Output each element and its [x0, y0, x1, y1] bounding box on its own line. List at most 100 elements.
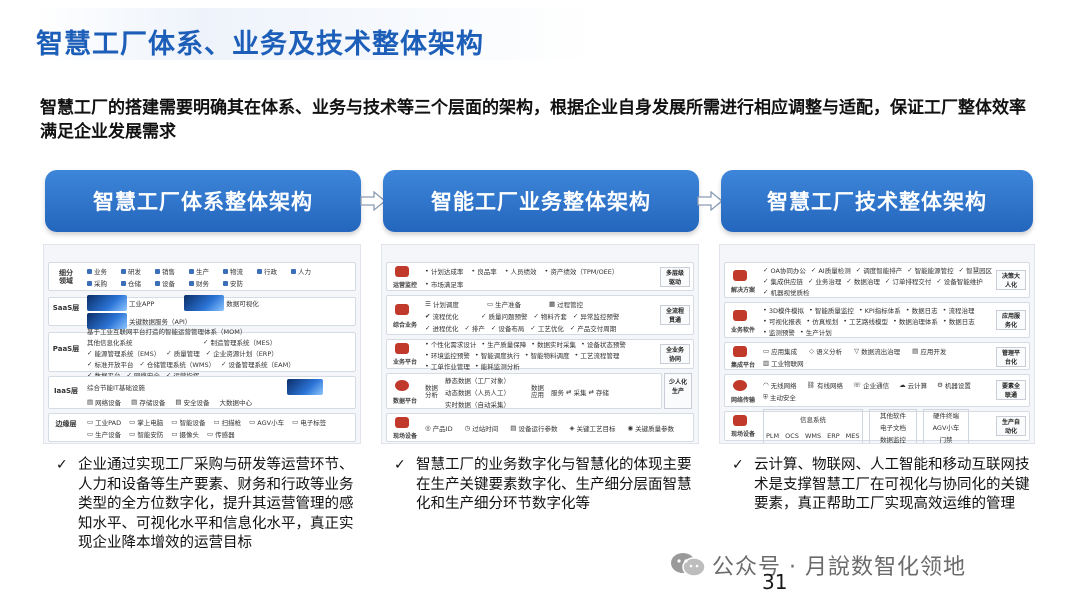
list-item: ✓设备布局	[490, 323, 525, 333]
list-item: • 设备状态预警	[581, 339, 626, 349]
list-item: ✓订单排程交付	[884, 276, 932, 286]
list-item: • 流程治理	[942, 305, 975, 315]
layer-label: 解决方案	[730, 287, 755, 294]
list-item: ✓工艺优化	[530, 323, 564, 333]
layer-label: SaaS层	[52, 304, 80, 312]
list-item: • 生产计划	[799, 327, 832, 337]
watermark-text: 公众号 · 月說数智化领地	[712, 555, 966, 580]
layer-label: 综合业务	[392, 322, 417, 329]
business-icon	[395, 304, 409, 315]
layer-items: • 计划达成率 • 良品率 • 人员绩效 • 资产绩效（TPM/OEE） • 市…	[425, 266, 657, 289]
list-item: ✓产品交付周期	[569, 323, 617, 333]
list-item: 仓储	[121, 278, 141, 288]
arrow-right-icon	[360, 191, 386, 211]
layer-items: ◠ 无线网络 ⛓ 有线网络 ☏ 企业通信 ☁ 云计算 ⚙ 机器设置 ⛨ 主动安全	[763, 379, 993, 403]
header-technology-architecture: 智慧工厂技术整体架构	[721, 170, 1033, 232]
list-item: • 计划达成率	[425, 266, 464, 276]
list-item: ◇ 语义分析	[809, 346, 843, 356]
list-item: ▭智能安防	[129, 430, 164, 439]
list-item: 研发	[121, 266, 141, 276]
layer-row: PaaS层 基于工业互联网平台打造的智能运营管理体系（MOM） 其他信息化系统 …	[48, 328, 356, 380]
check-icon: ✓	[732, 457, 744, 473]
list-item: ✓运营指挥	[165, 370, 199, 380]
list-item: 数据分析	[425, 383, 438, 399]
list-item: • 数据实时采集	[531, 339, 577, 349]
list-item: • 智能物料调度	[524, 350, 570, 360]
technology-architecture-diagram: 解决方案 ✓OA协同办公 ✓AI质量检测 ✓调度智能排产 ✓智能能源管控 ✓智慧…	[719, 244, 1035, 444]
layer-items: ☰计划调度 ▭生产准备 ▦过程管控 ✔流程优化 ✓质量问题预警 ✓物料齐套 ✓异…	[425, 299, 657, 333]
list-item: ✓设备智能维护	[936, 276, 983, 286]
integration-icon	[733, 346, 747, 357]
list-item: 物流	[223, 266, 243, 276]
list-item: 数据应用	[531, 383, 544, 399]
list-item: ✓质量问题预警	[481, 311, 528, 321]
list-item: ◠ 无线网络	[763, 381, 797, 390]
device-icon	[733, 415, 747, 426]
list-item: ▽ 数据流出治理	[854, 346, 901, 356]
list-item: ▤ 应用开发	[912, 346, 947, 356]
list-item: • 智能调度执行	[474, 350, 520, 360]
platform-icon	[395, 343, 409, 354]
list-item: ☰计划调度	[425, 299, 459, 309]
layer-label: 现场设备	[392, 433, 417, 440]
list-item: • 良品率	[471, 266, 497, 276]
layer-tag: 少人化生产	[664, 373, 692, 409]
list-item: 人力	[291, 266, 311, 276]
list-item: 其他软件电子文档数据监控	[869, 408, 917, 443]
list-item: ⛨ 主动安全	[763, 392, 796, 403]
list-item: • 仿真规划	[806, 316, 839, 326]
wechat-icon	[671, 553, 706, 577]
layer-tag: 多层级驱动	[660, 267, 690, 287]
arrow-right-icon	[697, 191, 723, 211]
list-item: ☏ 企业通信	[852, 381, 890, 390]
list-item: ✓智能能源管控	[907, 265, 954, 275]
layer-items: ✓OA协同办公 ✓AI质量检测 ✓调度智能排产 ✓智能能源管控 ✓智慧园区 ✓集…	[763, 265, 993, 297]
list-item: 工业APP	[87, 295, 154, 311]
layer-label: 数据平台	[392, 398, 417, 405]
screen-thumbnail-icon	[87, 295, 127, 311]
layer-label: 网络传输	[730, 397, 755, 404]
page-number: 31	[762, 570, 788, 594]
layer-row: 数据平台 数据分析 静态数据（工厂对象）动态数据（人员人工）实时数据（自动采集）…	[386, 373, 662, 409]
layer-items: 业务 研发 销售 生产 物流 行政 人力 采购 仓储 设备 财务 安防	[87, 266, 319, 288]
list-item: ▦过程管控	[549, 299, 584, 309]
layer-row: 业务软件 • 3D模件模拟 • 智能质量监控 • KPI指标体系 • 数据日志 …	[724, 302, 1030, 338]
list-item: ▭扫描枪	[213, 418, 242, 427]
list-item: ▭ 应用集成	[763, 346, 798, 356]
list-item: ✓数据治理	[846, 276, 880, 286]
list-item: ✓异常监控预警	[572, 311, 620, 321]
list-item: • 能耗监测分析	[474, 361, 520, 371]
list-item: 生产	[189, 266, 209, 276]
data-platform-icon	[395, 380, 409, 391]
list-item: ✓企业资源计划（ERP）	[205, 348, 278, 358]
layer-row: IaaS层 综合节能IT基础设施 ▤网络设备 ▤存储设备 ▤安全设备 大数据中心	[48, 376, 356, 409]
list-item: ✓机器视觉质检	[763, 287, 810, 297]
list-item: ▭传感器	[206, 430, 235, 439]
intro-text: 智慧工厂的搭建需要明确其在体系、业务与技术等三个层面的架构，根据企业自身发展所需…	[40, 98, 1026, 142]
layer-tag: 决策大人化	[996, 270, 1026, 290]
list-item: 基于工业互联网平台打造的智能运营管理体系（MOM）	[87, 327, 247, 336]
bullet-text: 企业通过实现工厂采购与研发等运营环节、人力和设备等生产要素、财务和行政等业务类型…	[78, 457, 354, 551]
list-item: ✓AI质量检测	[810, 265, 851, 275]
layer-tag: 生产自动化	[996, 416, 1026, 436]
layer-row: 集成平台 ▭ 应用集成 ◇ 语义分析 ▽ 数据流出治理 ▤ 应用开发 ▥ 工业物…	[724, 342, 1030, 370]
list-item: ▭摄像头	[171, 430, 199, 439]
list-item: ✓进程优化	[425, 323, 459, 333]
header-system-architecture: 智慧工厂体系整体架构	[45, 170, 361, 232]
layer-tag: 管理平台化	[996, 347, 1026, 367]
list-item: • 环境监控预警	[425, 350, 470, 360]
layer-label: 运营监控	[392, 282, 417, 289]
data-center-thumbnail-icon	[287, 379, 323, 395]
list-item: ▭生产准备	[487, 299, 522, 309]
list-item: • 可视化报表	[763, 316, 802, 326]
wechat-watermark: 公众号 · 月說数智化领地	[670, 549, 966, 581]
layer-row: 边缘层 ▭工业PAD ▭掌上电脑 ▭智能设备 ▭扫描枪 ▭AGV小车 ▭电子标签…	[48, 413, 356, 442]
system-architecture-diagram: 细分领域 业务 研发 销售 生产 物流 行政 人力 采购 仓储 设备 财务 安防…	[43, 244, 361, 444]
title-background	[34, 8, 594, 60]
software-icon	[733, 310, 747, 321]
layer-tag: 全业务协同	[660, 344, 690, 364]
list-item: ▤安全设备	[175, 398, 210, 407]
